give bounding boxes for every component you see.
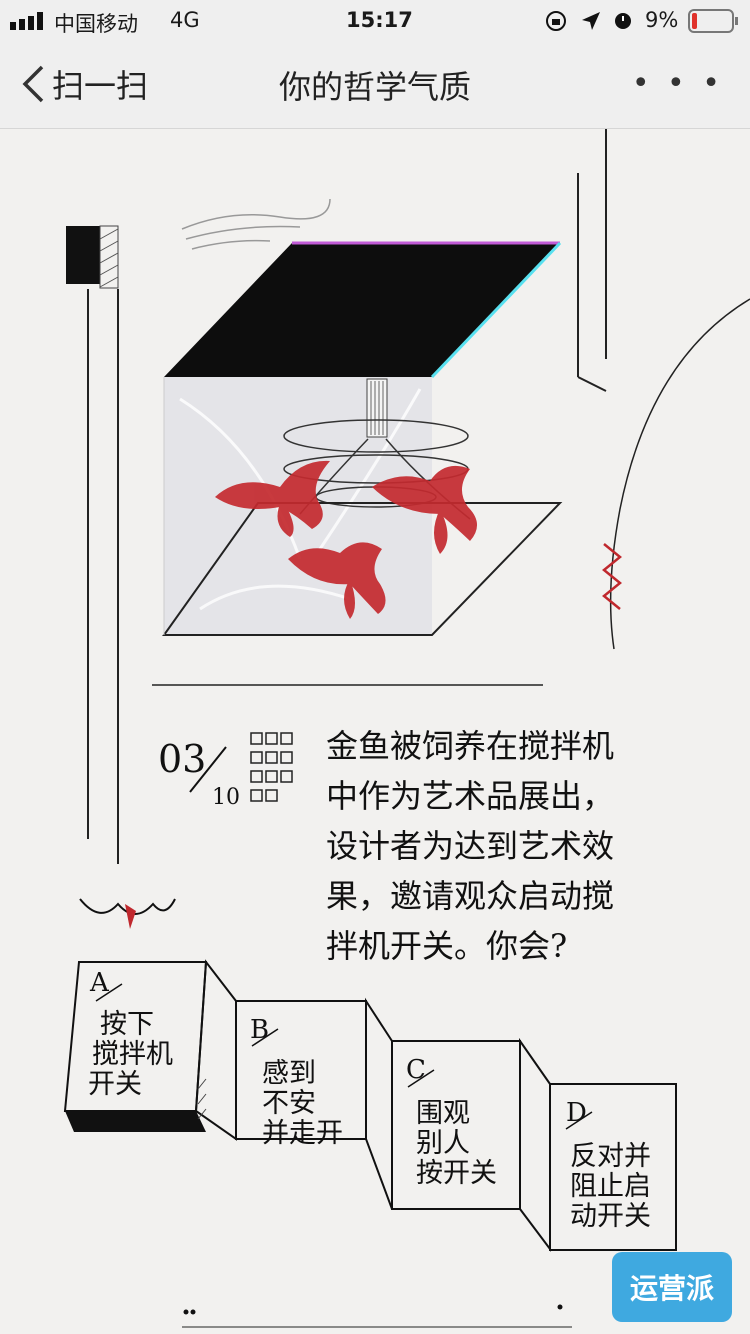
question-line: 设计者为达到艺术效 <box>326 827 615 865</box>
question-text: 金鱼被饲养在搅拌机 中作为艺术品展出， 设计者为达到艺术效 果，邀请观众启动搅 … <box>326 721 676 971</box>
option-line: 不安 <box>262 1088 316 1119</box>
checkbox-grid-icon <box>250 732 293 802</box>
option-letter: D <box>566 1098 587 1128</box>
option-line: 感到 <box>262 1058 316 1089</box>
option-text: 围观 别人 按开关 <box>416 1099 497 1189</box>
question-line: 中作为艺术品展出， <box>326 777 615 815</box>
red-drop <box>125 904 136 929</box>
option-line: 搅拌机 <box>92 1039 173 1070</box>
option-line: 阻止启 <box>570 1171 651 1202</box>
option-c-button[interactable]: C 围观 别人 按开关 <box>392 1041 520 1209</box>
alarm-icon <box>615 13 631 29</box>
clock: 15:17 <box>346 8 413 32</box>
watermark-logo: 运营派 <box>612 1252 732 1322</box>
carrier-label: 中国移动 <box>54 12 138 36</box>
option-line: 并走开 <box>262 1118 343 1149</box>
status-bar: 中国移动 4G 15:17 9% <box>0 0 750 40</box>
quiz-content: 03 10 金鱼被饲养在搅拌机 中作为艺术品展出， 设计者为达到艺术效 果，邀请… <box>0 129 750 1334</box>
option-line: 别人 <box>416 1128 470 1159</box>
pole-waves <box>79 898 176 915</box>
question-line: 果，邀请观众启动搅 <box>326 877 615 915</box>
option-d-button[interactable]: D 反对并 阻止启 动开关 <box>550 1084 676 1250</box>
location-icon <box>582 12 600 30</box>
right-arc <box>609 298 750 650</box>
network-label: 4G <box>170 8 200 32</box>
option-b-button[interactable]: B 感到 不安 并走开 <box>236 1001 366 1149</box>
nav-bar: 扫一扫 你的哲学气质 • • • <box>0 40 750 129</box>
pole-cap <box>66 226 100 284</box>
option-line: 按下 <box>100 1009 154 1040</box>
option-line: 动开关 <box>570 1201 651 1232</box>
chevron-left-icon <box>22 65 44 103</box>
option-letter: B <box>250 1015 270 1045</box>
more-button[interactable]: • • • <box>631 66 724 101</box>
option-letter: A <box>90 968 109 998</box>
option-line: 按开关 <box>416 1158 497 1189</box>
option-text: 感到 不安 并走开 <box>262 1059 343 1149</box>
option-text: 反对并 阻止启 动开关 <box>570 1142 651 1232</box>
lock-rotation-icon <box>546 11 566 31</box>
blender-illustration <box>63 129 750 1328</box>
option-text: 按下 搅拌机 开关 <box>88 1009 173 1100</box>
option-line: 围观 <box>416 1098 470 1129</box>
page-title: 你的哲学气质 <box>278 68 471 106</box>
goldfish <box>215 460 478 619</box>
red-zigzag <box>602 543 622 610</box>
blender-shaft <box>366 378 388 438</box>
back-label: 扫一扫 <box>52 67 149 105</box>
back-button[interactable]: 扫一扫 <box>20 62 148 106</box>
question-line: 拌机开关。你会? <box>326 927 568 965</box>
question-line: 金鱼被饲养在搅拌机 <box>326 727 615 765</box>
pole-hatch <box>99 225 119 289</box>
option-line: 开关 <box>88 1069 142 1100</box>
option-line: 反对并 <box>570 1141 651 1172</box>
blender-lid <box>164 243 560 377</box>
option-a-button[interactable]: A 按下 搅拌机 开关 <box>66 962 206 1112</box>
question-total: 10 <box>212 785 240 810</box>
option-letter: C <box>406 1055 426 1085</box>
battery-icon <box>688 9 738 33</box>
question-number: 03 <box>158 737 207 781</box>
signal-icon <box>10 12 43 30</box>
battery-percent: 9% <box>645 8 679 32</box>
